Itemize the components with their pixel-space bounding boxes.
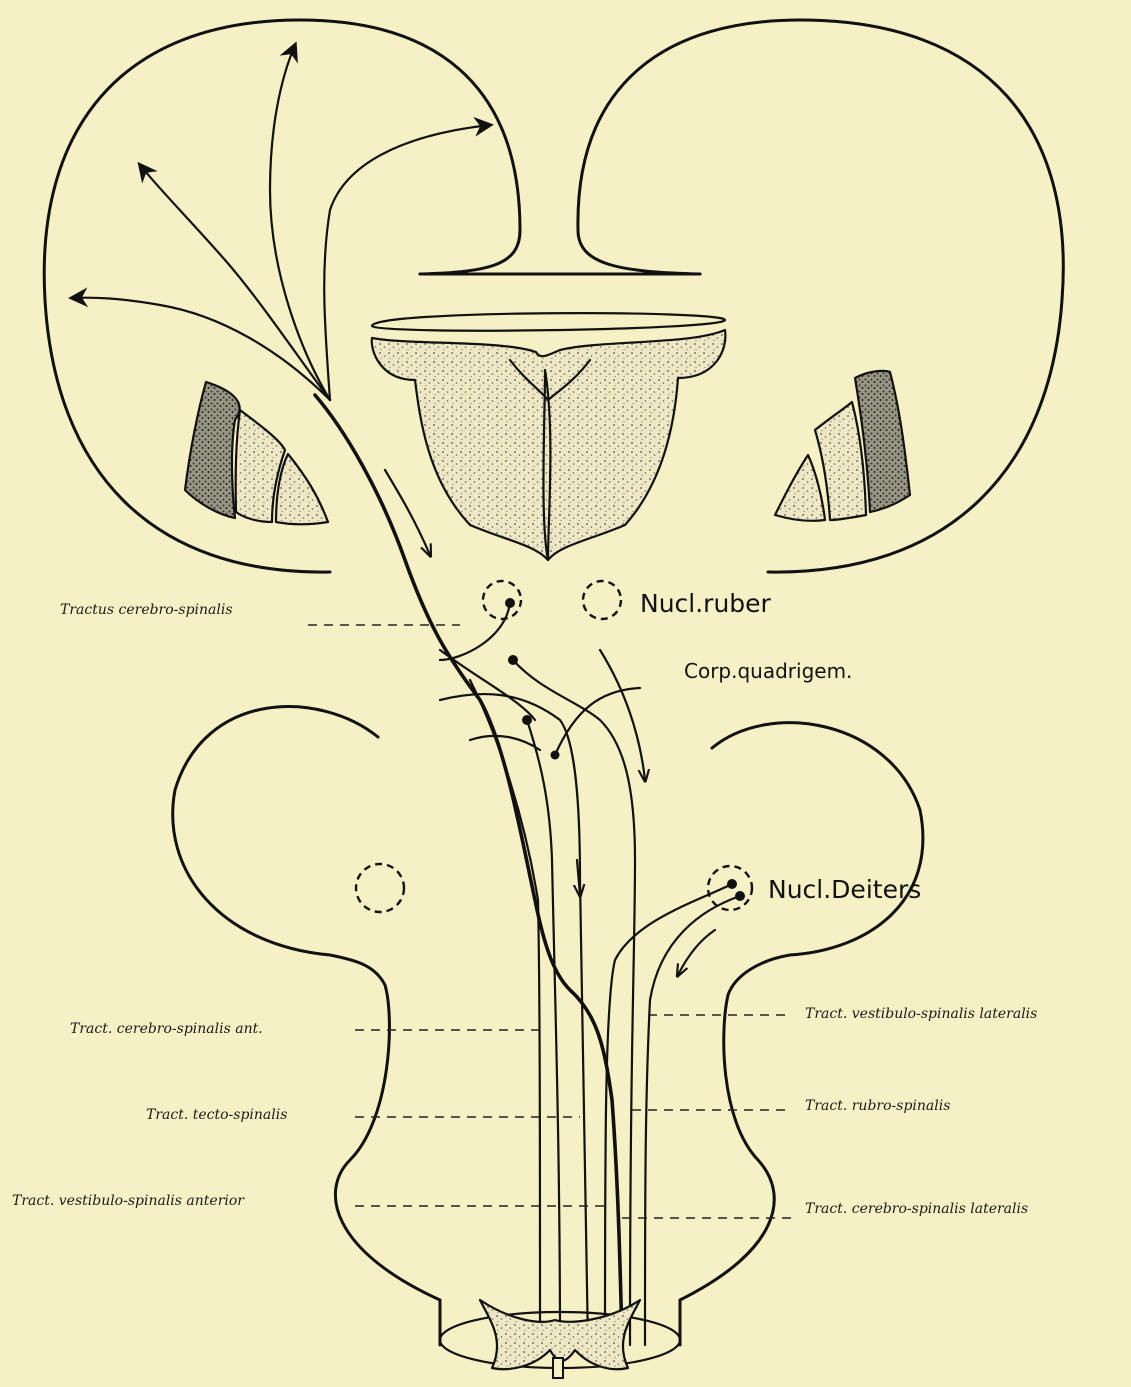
nucl-deiters-left-circle: [356, 864, 404, 912]
label-rubro-spinalis: Tract. rubro-spinalis: [805, 1098, 950, 1114]
vestibulospinal-arrow: [678, 930, 715, 975]
left-wedge-outer: [185, 382, 240, 518]
tectal-fibre-5: [527, 720, 560, 1345]
corticospinal-anterior-branch: [470, 680, 540, 1345]
rubrospinal-crossing-fibre: [440, 603, 510, 660]
left-wedge-inner: [276, 454, 328, 524]
right-wedge-inner: [775, 455, 825, 521]
label-vestibulo-spinalis-anterior: Tract. vestibulo-spinalis anterior: [12, 1193, 245, 1209]
descending-arrow-upper: [385, 470, 430, 555]
corticospinal-fibre-2: [270, 45, 330, 400]
label-cerebro-spinalis-lateralis: Tract. cerebro-spinalis lateralis: [805, 1201, 1028, 1217]
vestibulospinal-lateral-fibre: [645, 896, 740, 1345]
central-canal: [553, 1358, 563, 1378]
nucl-deiters-label: Nucl.Deiters: [768, 875, 921, 904]
vestibulospinal-anterior-fibre: [605, 884, 732, 1345]
nucl-ruber-left-circle: [483, 581, 521, 619]
label-tractus-cerebro-spinalis: Tractus cerebro-spinalis: [60, 602, 233, 618]
label-tecto-spinalis: Tract. tecto-spinalis: [146, 1107, 287, 1123]
midbrain-upper-band: [372, 313, 725, 331]
nucl-ruber-label: Nucl.ruber: [640, 589, 772, 618]
nucl-ruber-right-circle: [583, 581, 621, 619]
tectal-fibre-3: [440, 650, 535, 720]
label-cerebro-spinalis-ant: Tract. cerebro-spinalis ant.: [70, 1021, 263, 1037]
corp-quadrigem-label: Corp.quadrigem.: [684, 659, 852, 683]
tectal-fibre-4: [555, 688, 640, 755]
tectal-fibre-6: [470, 736, 540, 750]
medulla-right-outline: [680, 723, 923, 1345]
label-vestibulo-spinalis-lateralis: Tract. vestibulo-spinalis lateralis: [805, 1006, 1037, 1022]
corticospinal-fibre-1: [140, 165, 330, 400]
